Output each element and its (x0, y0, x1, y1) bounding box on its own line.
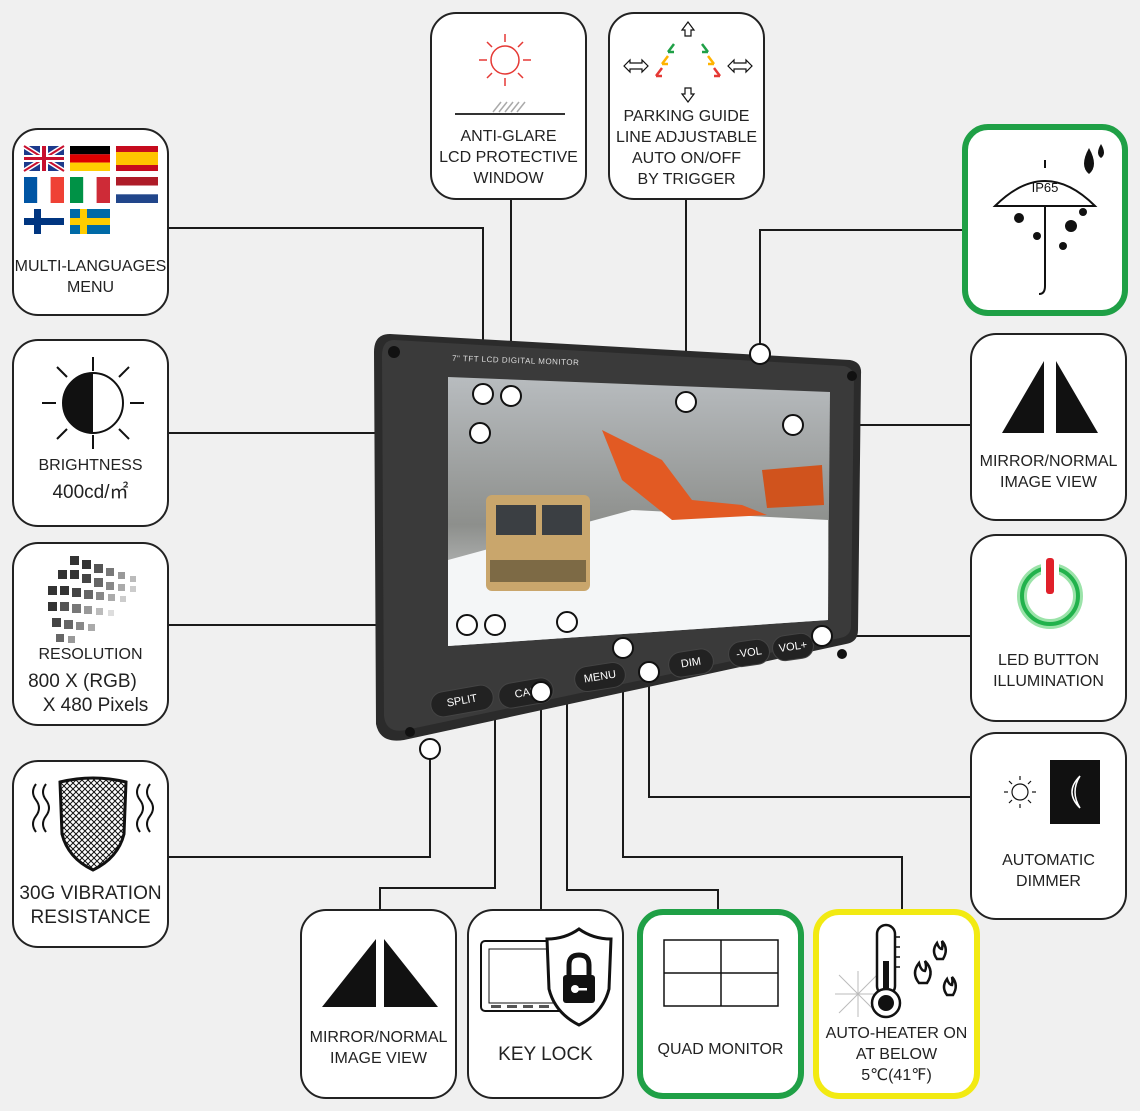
mirror-bottom-line1: MIRROR/NORMAL (309, 1029, 448, 1046)
mirror-triangles-icon (1002, 361, 1098, 433)
callout-dot (472, 383, 494, 405)
vibration-subtitle: RESISTANCE (30, 907, 151, 928)
callout-dot (456, 614, 478, 636)
parking-guide-line2: LINE ADJUSTABLE (615, 129, 758, 146)
auto-dimmer-line1: AUTOMATIC (1002, 852, 1095, 869)
callout-dot (530, 681, 552, 703)
callout-dot (675, 391, 697, 413)
power-led-icon (1017, 556, 1083, 629)
mirror-view-bottom-card: MIRROR/NORMAL IMAGE VIEW (300, 909, 457, 1099)
parking-guide-line1: PARKING GUIDE (623, 108, 750, 125)
dim-label: DIM (680, 655, 702, 671)
resolution-card: RESOLUTION 800 X (RGB) X 480 Pixels (12, 542, 169, 726)
led-button-card: LED BUTTON ILLUMINATION (970, 534, 1127, 722)
callout-dot (484, 614, 506, 636)
split-label: SPLIT (445, 692, 479, 710)
callout-dot (749, 343, 771, 365)
quad-grid-icon (663, 939, 779, 1007)
ip65-card: IP65 (962, 124, 1128, 316)
quad-monitor-title: QUAD MONITOR (657, 1041, 784, 1058)
quad-monitor-card: QUAD MONITOR (637, 909, 804, 1099)
multi-languages-subtitle: MENU (66, 279, 115, 296)
mirror-right-line2: IMAGE VIEW (1000, 474, 1097, 491)
anti-glare-card: ANTI-GLARE LCD PROTECTIVE WINDOW (430, 12, 587, 200)
parking-guide-line4: BY TRIGGER (637, 171, 736, 188)
brightness-title: BRIGHTNESS (38, 457, 143, 474)
resolution-title: RESOLUTION (38, 646, 143, 663)
multi-languages-title: MULTI-LANGUAGES (14, 258, 167, 275)
anti-glare-line1: ANTI-GLARE (460, 128, 557, 145)
key-lock-title: KEY LOCK (498, 1044, 593, 1065)
anti-glare-line3: WINDOW (473, 170, 544, 187)
key-lock-card: KEY LOCK (467, 909, 624, 1099)
sun-glare-icon (455, 34, 565, 115)
resolution-line3: X 480 Pixels (42, 695, 149, 716)
thermometer-flame-icon (835, 923, 957, 1019)
auto-dimmer-card: AUTOMATIC DIMMER (970, 732, 1127, 920)
vibration-card: 30G VIBRATION RESISTANCE (12, 760, 169, 948)
callout-dot (811, 625, 833, 647)
vibration-shield-icon (32, 776, 154, 872)
mirror-triangles-icon (322, 939, 438, 1007)
brightness-card: BRIGHTNESS 400cd/㎡ (12, 339, 169, 527)
auto-dimmer-line2: DIMMER (1016, 873, 1081, 890)
umbrella-rain-icon: IP65 (992, 144, 1104, 295)
auto-heater-line1: AUTO-HEATER ON (825, 1025, 968, 1042)
auto-heater-card: AUTO-HEATER ON AT BELOW 5℃(41℉) (813, 909, 980, 1099)
vol-plus-label: VOL+ (778, 639, 808, 655)
auto-heater-line3: 5℃(41℉) (861, 1067, 932, 1084)
callout-dot (612, 637, 634, 659)
parking-guide-line3: AUTO ON/OFF (631, 150, 742, 167)
callout-dot (469, 422, 491, 444)
resolution-line2: 800 X (RGB) (28, 671, 137, 692)
menu-label: MENU (583, 668, 617, 686)
led-button-line2: ILLUMINATION (993, 673, 1104, 690)
led-button-line1: LED BUTTON (997, 652, 1100, 669)
monitor-body (374, 334, 862, 741)
vibration-title: 30G VIBRATION (19, 883, 162, 904)
multi-languages-card: MULTI-LANGUAGES MENU (12, 128, 169, 316)
parking-lines-icon (623, 21, 753, 103)
sun-moon-icon (1004, 760, 1100, 824)
mirror-bottom-line2: IMAGE VIEW (330, 1050, 427, 1067)
monitor-product: 7" TFT LCD DIGITAL MONITOR SPLIT CAS MEN… (372, 330, 862, 748)
lock-shield-icon (480, 927, 613, 1027)
mirror-view-right-card: MIRROR/NORMAL IMAGE VIEW (970, 333, 1127, 521)
flags-icon (22, 144, 158, 234)
pixels-icon (48, 556, 136, 643)
callout-dot (419, 738, 441, 760)
ip65-badge: IP65 (1032, 180, 1059, 195)
vol-minus-label: -VOL (735, 645, 763, 661)
anti-glare-line2: LCD PROTECTIVE (439, 149, 578, 166)
parking-guide-card: PARKING GUIDE LINE ADJUSTABLE AUTO ON/OFF B… (608, 12, 765, 200)
mirror-right-line1: MIRROR/NORMAL (979, 453, 1118, 470)
auto-heater-line2: AT BELOW (855, 1046, 938, 1063)
brightness-value: 400cd/㎡ (52, 482, 129, 503)
callout-dot (556, 611, 578, 633)
brightness-icon (42, 357, 144, 449)
callout-dot (638, 661, 660, 683)
callout-dot (500, 385, 522, 407)
callout-dot (782, 414, 804, 436)
